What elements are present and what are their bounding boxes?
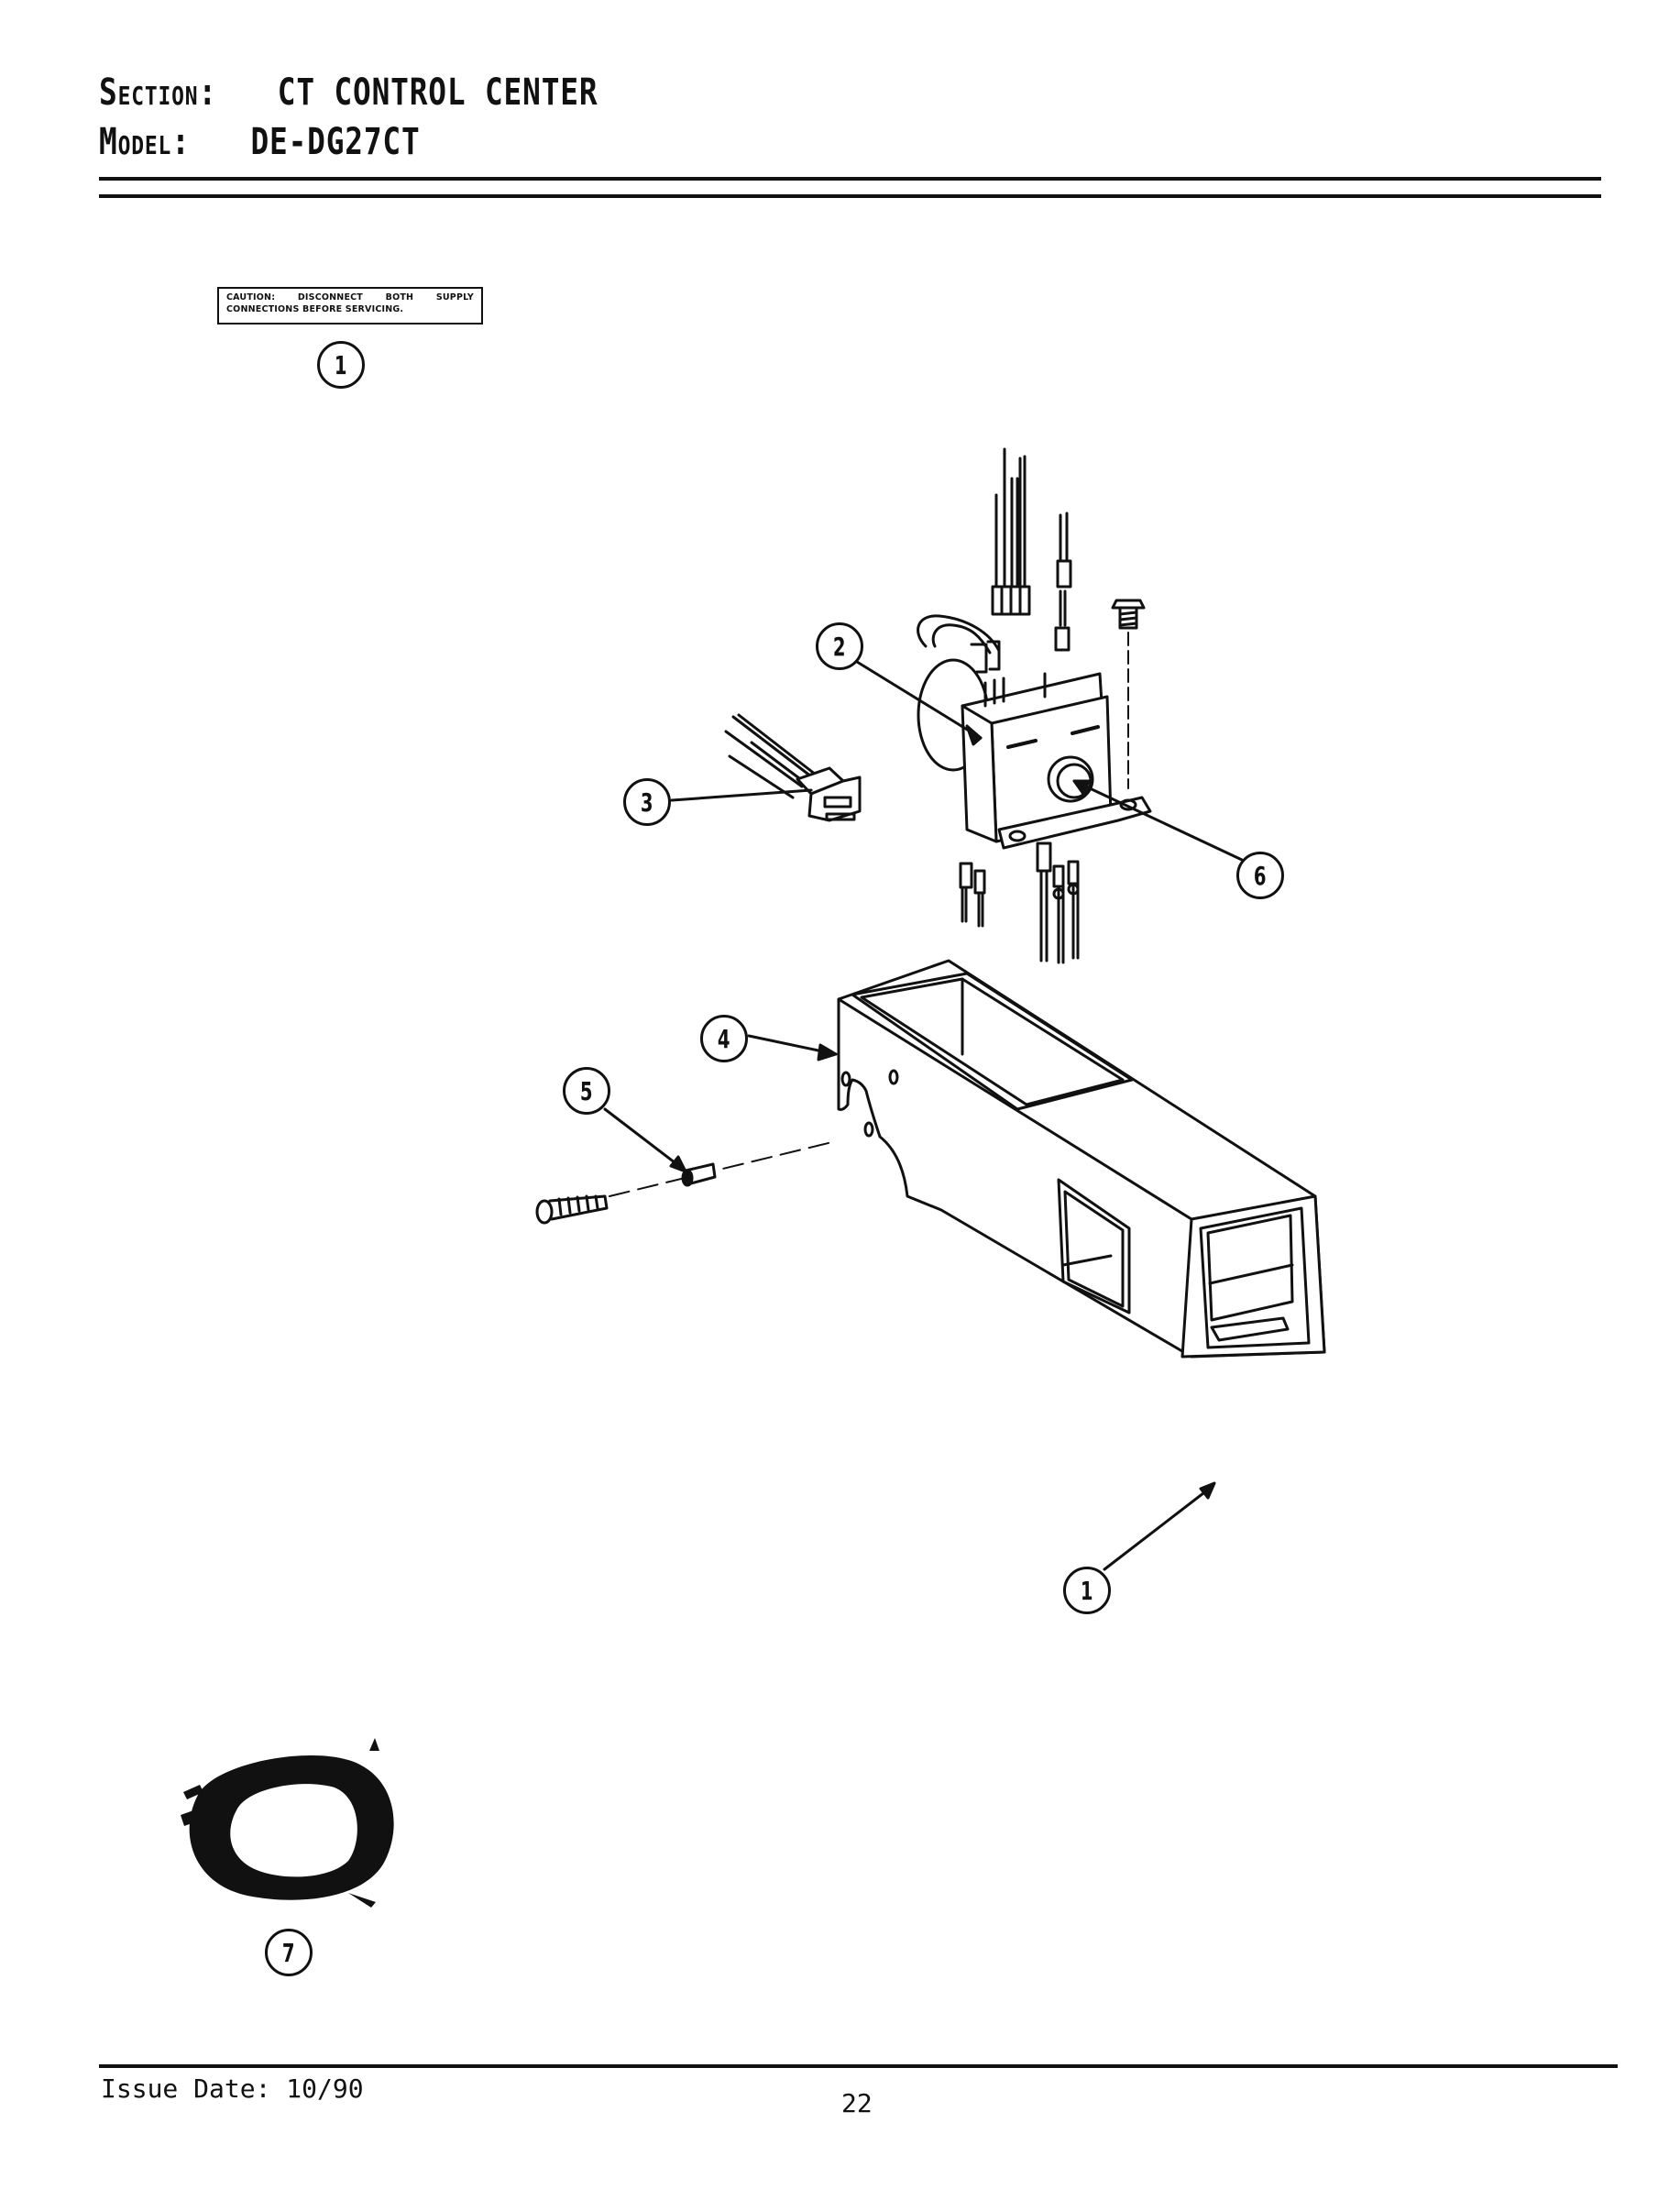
wire-harness-coil xyxy=(181,1738,394,1908)
screw-and-spacer xyxy=(535,1140,837,1225)
top-wire-bundle xyxy=(991,447,1072,652)
callout-6-knob-shaft: 6 xyxy=(1236,852,1284,899)
control-timer-assembly xyxy=(917,614,1152,850)
caution-line-2: CONNECTIONS BEFORE SERVICING. xyxy=(226,304,404,314)
section-value: CT CONTROL CENTER xyxy=(277,72,598,114)
lower-terminal-leads xyxy=(959,842,1080,964)
connector-harness xyxy=(724,713,862,822)
control-housing xyxy=(837,959,1326,1358)
model-heading: Model: DE-DG27CT xyxy=(99,121,421,163)
callout-4-control-housing: 4 xyxy=(700,1015,748,1062)
caution-word: DISCONNECT xyxy=(297,292,363,302)
section-label: Section: xyxy=(99,72,217,114)
issue-date: Issue Date: 10/90 xyxy=(101,2074,364,2104)
mounting-screw xyxy=(1111,599,1146,789)
callout-1-housing-label: 1 xyxy=(1063,1567,1111,1614)
caution-word: SUPPLY xyxy=(435,292,474,302)
footer-rule xyxy=(99,2064,1618,2068)
callout-7-wire-harness: 7 xyxy=(265,1929,313,1976)
callout-2-control-timer: 2 xyxy=(816,622,863,670)
caution-label: CAUTION: DISCONNECT BOTH SUPPLY CONNECTI… xyxy=(217,287,483,324)
caution-word: CAUTION: xyxy=(226,292,276,302)
callout-leaders xyxy=(603,660,1244,1571)
header-rule-top xyxy=(99,177,1601,181)
callout-1-caution-label: 1 xyxy=(317,341,365,389)
page-number: 22 xyxy=(841,2088,873,2118)
callout-5-spacer: 5 xyxy=(563,1067,610,1115)
section-heading: Section: CT CONTROL CENTER xyxy=(99,72,598,114)
model-value: DE-DG27CT xyxy=(250,121,421,163)
callout-3-connector-harness: 3 xyxy=(623,778,671,826)
header-rule-bottom xyxy=(99,194,1601,198)
caution-word: BOTH xyxy=(385,292,414,302)
model-label: Model: xyxy=(99,121,191,163)
